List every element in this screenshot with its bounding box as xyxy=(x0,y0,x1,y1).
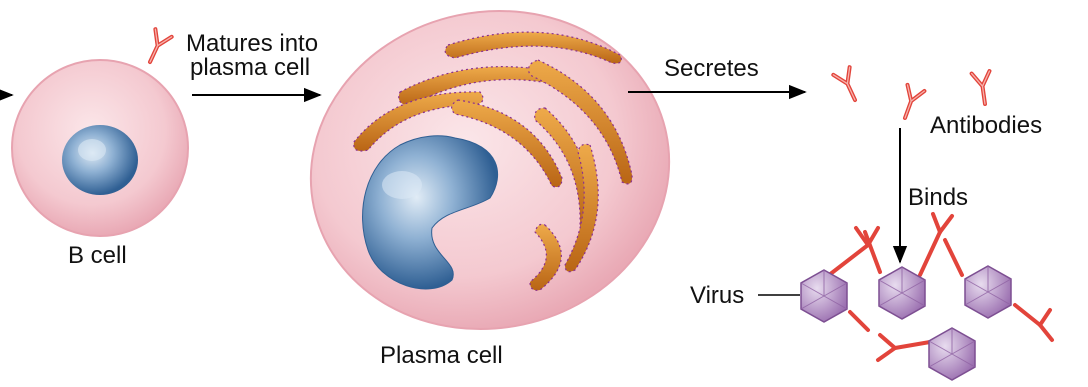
plasma-cell-icon xyxy=(281,0,699,362)
virus-cluster xyxy=(801,214,1052,380)
matures-label-line1: Matures into xyxy=(186,32,318,56)
binds-label: Binds xyxy=(908,186,968,210)
b-cell-label: B cell xyxy=(68,244,127,268)
plasma-cell-label: Plasma cell xyxy=(380,344,503,368)
virus-icon xyxy=(801,270,847,322)
b-cell-icon xyxy=(12,29,188,236)
virus-label: Virus xyxy=(690,284,744,308)
secretes-label: Secretes xyxy=(664,57,759,81)
matures-label-line2: plasma cell xyxy=(190,56,310,80)
virus-icon xyxy=(929,328,975,380)
virus-icon xyxy=(965,266,1011,318)
antibodies-label: Antibodies xyxy=(930,114,1042,138)
